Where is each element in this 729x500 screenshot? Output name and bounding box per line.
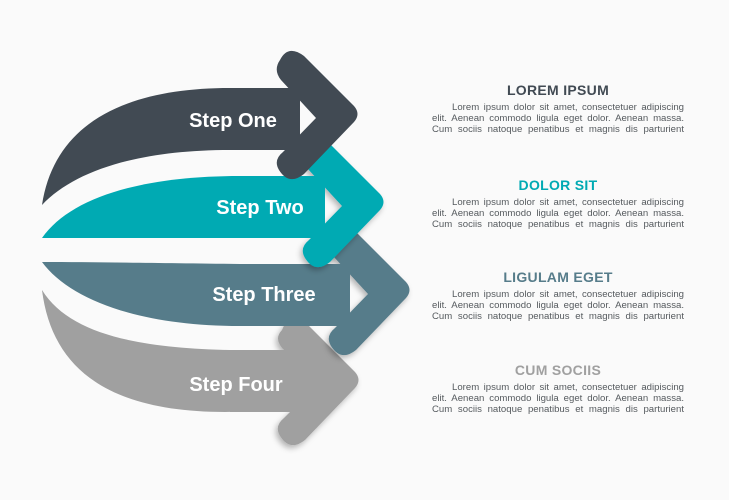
panel-body: Lorem ipsum dolor sit amet, consectetuer…: [432, 289, 684, 322]
panel-title: LIGULAM EGET: [503, 269, 613, 285]
step-two-shaft: [270, 176, 325, 238]
panel-lorem-ipsum: LOREM IPSUM Lorem ipsum dolor sit amet, …: [432, 82, 684, 135]
panel-ligulam-eget: LIGULAM EGET Lorem ipsum dolor sit amet,…: [432, 269, 684, 322]
panel-title: CUM SOCIIS: [514, 362, 602, 378]
step-three-label: Step Three: [212, 284, 315, 306]
step-three-arrow: Step Three: [42, 227, 410, 356]
step-four-label: Step Four: [189, 374, 283, 396]
step-one-arrow: Step One: [42, 50, 358, 205]
step-four-arrow: Step Four: [42, 290, 359, 446]
step-three-shaft: [300, 264, 350, 326]
panel-cum-sociis: CUM SOCIIS Lorem ipsum dolor sit amet, c…: [432, 362, 684, 415]
panel-body: Lorem ipsum dolor sit amet, consectetuer…: [432, 197, 684, 230]
panel-body: Lorem ipsum dolor sit amet, consectetuer…: [432, 102, 684, 135]
panel-body: Lorem ipsum dolor sit amet, consectetuer…: [432, 382, 684, 415]
panel-title: DOLOR SIT: [518, 177, 598, 193]
panel-dolor-sit: DOLOR SIT Lorem ipsum dolor sit amet, co…: [432, 177, 684, 230]
step-one-label: Step One: [189, 110, 277, 132]
step-two-band: [42, 176, 305, 238]
step-three-band: [42, 262, 330, 326]
panel-title: LOREM IPSUM: [506, 82, 610, 98]
step-two-label: Step Two: [216, 197, 303, 219]
step-one-shaft: [230, 88, 300, 150]
step-four-shaft: [230, 350, 325, 412]
step-two-arrow: Step Two: [42, 138, 384, 268]
